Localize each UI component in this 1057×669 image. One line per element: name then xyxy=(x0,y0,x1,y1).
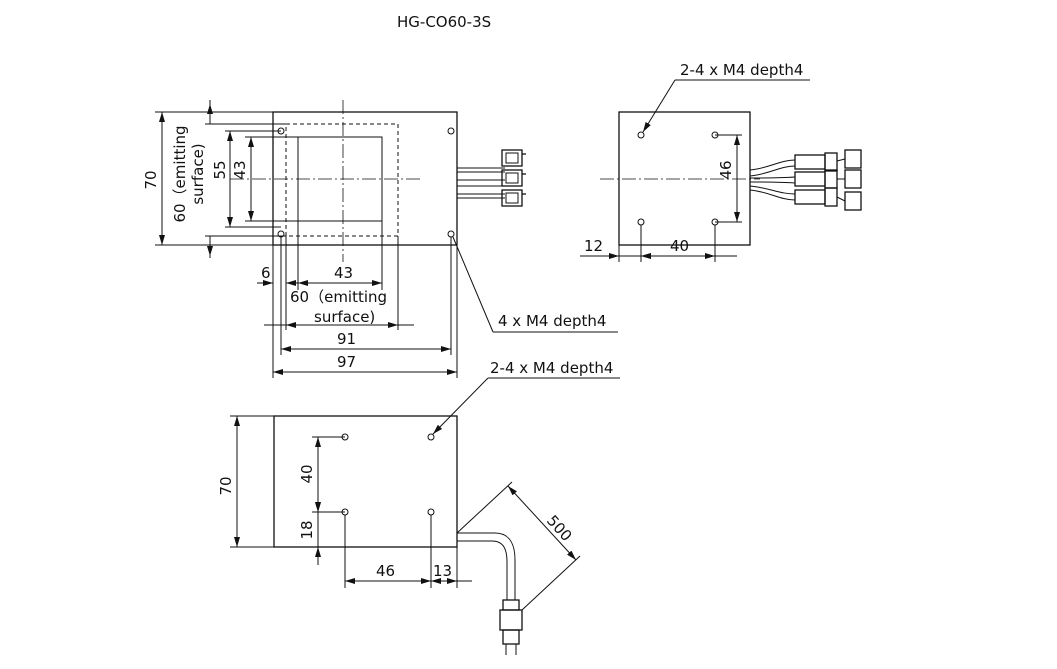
top-view-body xyxy=(272,111,458,246)
side-view-cables xyxy=(749,149,862,211)
drawing-title: HG-CO60-3S xyxy=(397,13,491,31)
side-dim-12: 12 xyxy=(584,237,603,255)
dim-97: 97 xyxy=(337,353,356,371)
dim-6: 6 xyxy=(261,264,271,282)
bottom-dim-500: 500 xyxy=(543,512,576,545)
top-view-hole xyxy=(447,127,455,135)
bottom-view-hole-note: 2-4 x M4 depth4 xyxy=(490,359,613,377)
side-view-hole-note: 2-4 x M4 depth4 xyxy=(680,61,803,79)
bottom-view-body xyxy=(273,415,458,548)
bottom-view-cable xyxy=(457,532,523,655)
top-view-hole-note: 4 x M4 depth4 xyxy=(498,312,606,330)
side-dim-40: 40 xyxy=(670,237,689,255)
dim-43-horizontal: 43 xyxy=(334,264,353,282)
bottom-view: 70 40 18 46 13 500 xyxy=(217,359,620,655)
bottom-dim-46: 46 xyxy=(376,562,395,580)
top-view-hole xyxy=(447,230,455,238)
dim-emitting-surface-v-line2: surface) xyxy=(189,143,207,204)
bottom-dim-18: 18 xyxy=(298,520,316,539)
top-view-emitting-surface xyxy=(285,123,399,237)
side-dim-46: 46 xyxy=(717,160,735,179)
side-view-hole xyxy=(637,131,645,139)
side-view-hole xyxy=(637,218,645,226)
top-view-connector xyxy=(501,149,526,207)
top-view: 70 60（emitting surface) 55 43 6 43 xyxy=(142,100,618,378)
dim-emitting-surface-h-line2: surface) xyxy=(314,308,375,326)
dim-55: 55 xyxy=(211,160,229,179)
bottom-view-hole xyxy=(427,508,435,516)
bottom-dim-70: 70 xyxy=(217,476,235,495)
dim-emitting-surface-h-line1: 60（emitting xyxy=(290,288,387,306)
dim-43-vertical: 43 xyxy=(231,160,249,179)
dim-height-70: 70 xyxy=(142,170,160,189)
bottom-dim-40: 40 xyxy=(298,464,316,483)
dim-emitting-surface-v-line1: 60（emitting xyxy=(171,125,189,222)
dim-91: 91 xyxy=(337,330,356,348)
bottom-view-hole xyxy=(427,433,435,441)
bottom-dim-13: 13 xyxy=(433,562,452,580)
side-view: 46 12 40 2-4 x M4 depth4 xyxy=(580,61,862,262)
